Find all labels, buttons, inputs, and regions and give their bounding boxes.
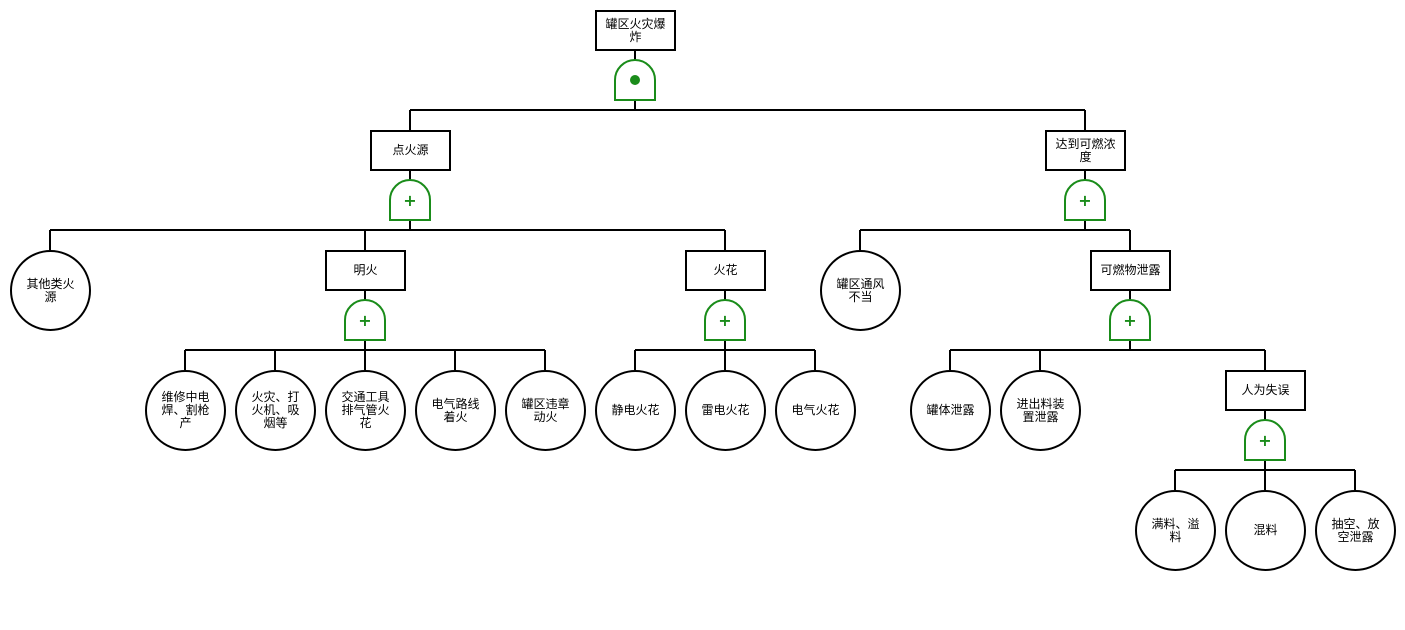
or-gate-plus-icon: + bbox=[1123, 311, 1136, 330]
basic-event-other-sources[interactable]: 其他类火源 bbox=[10, 250, 91, 331]
and-gate-top[interactable] bbox=[614, 59, 656, 101]
or-gate-ignition[interactable]: + bbox=[389, 179, 431, 221]
basic-event-tank-leak[interactable]: 罐体泄露 bbox=[910, 370, 991, 451]
event-human-error[interactable]: 人为失误 bbox=[1225, 370, 1306, 411]
or-gate-human-error[interactable]: + bbox=[1244, 419, 1286, 461]
or-gate-plus-icon: + bbox=[718, 311, 731, 330]
event-spark[interactable]: 火花 bbox=[685, 250, 766, 291]
event-combustible-leak[interactable]: 可燃物泄露 bbox=[1090, 250, 1171, 291]
or-gate-open-flame[interactable]: + bbox=[344, 299, 386, 341]
event-ignition-source[interactable]: 点火源 bbox=[370, 130, 451, 171]
basic-event-welding[interactable]: 维修中电焊、割枪产 bbox=[145, 370, 226, 451]
or-gate-plus-icon: + bbox=[1258, 431, 1271, 450]
and-gate-dot-icon bbox=[630, 75, 640, 85]
basic-event-evacuation-leak[interactable]: 抽空、放空泄露 bbox=[1315, 490, 1396, 571]
event-open-flame[interactable]: 明火 bbox=[325, 250, 406, 291]
basic-event-loading-leak[interactable]: 进出料装置泄露 bbox=[1000, 370, 1081, 451]
basic-event-vehicle-exhaust[interactable]: 交通工具排气管火花 bbox=[325, 370, 406, 451]
event-flammable-concentration[interactable]: 达到可燃浓度 bbox=[1045, 130, 1126, 171]
or-gate-spark[interactable]: + bbox=[704, 299, 746, 341]
basic-event-illegal-fire[interactable]: 罐区违章动火 bbox=[505, 370, 586, 451]
basic-event-smoking[interactable]: 火灾、打火机、吸烟等 bbox=[235, 370, 316, 451]
basic-event-poor-ventilation[interactable]: 罐区通风不当 bbox=[820, 250, 901, 331]
event-top[interactable]: 罐区火灾爆炸 bbox=[595, 10, 676, 51]
or-gate-plus-icon: + bbox=[358, 311, 371, 330]
basic-event-static-spark[interactable]: 静电火花 bbox=[595, 370, 676, 451]
or-gate-plus-icon: + bbox=[403, 191, 416, 210]
connector-lines bbox=[49, 50, 1356, 490]
basic-event-overfill[interactable]: 满料、溢料 bbox=[1135, 490, 1216, 571]
basic-event-electric-spark[interactable]: 电气火花 bbox=[775, 370, 856, 451]
basic-event-wiring-fire[interactable]: 电气路线着火 bbox=[415, 370, 496, 451]
basic-event-mixing[interactable]: 混料 bbox=[1225, 490, 1306, 571]
or-gate-plus-icon: + bbox=[1078, 191, 1091, 210]
or-gate-concentration[interactable]: + bbox=[1064, 179, 1106, 221]
basic-event-lightning-spark[interactable]: 雷电火花 bbox=[685, 370, 766, 451]
or-gate-leak[interactable]: + bbox=[1109, 299, 1151, 341]
